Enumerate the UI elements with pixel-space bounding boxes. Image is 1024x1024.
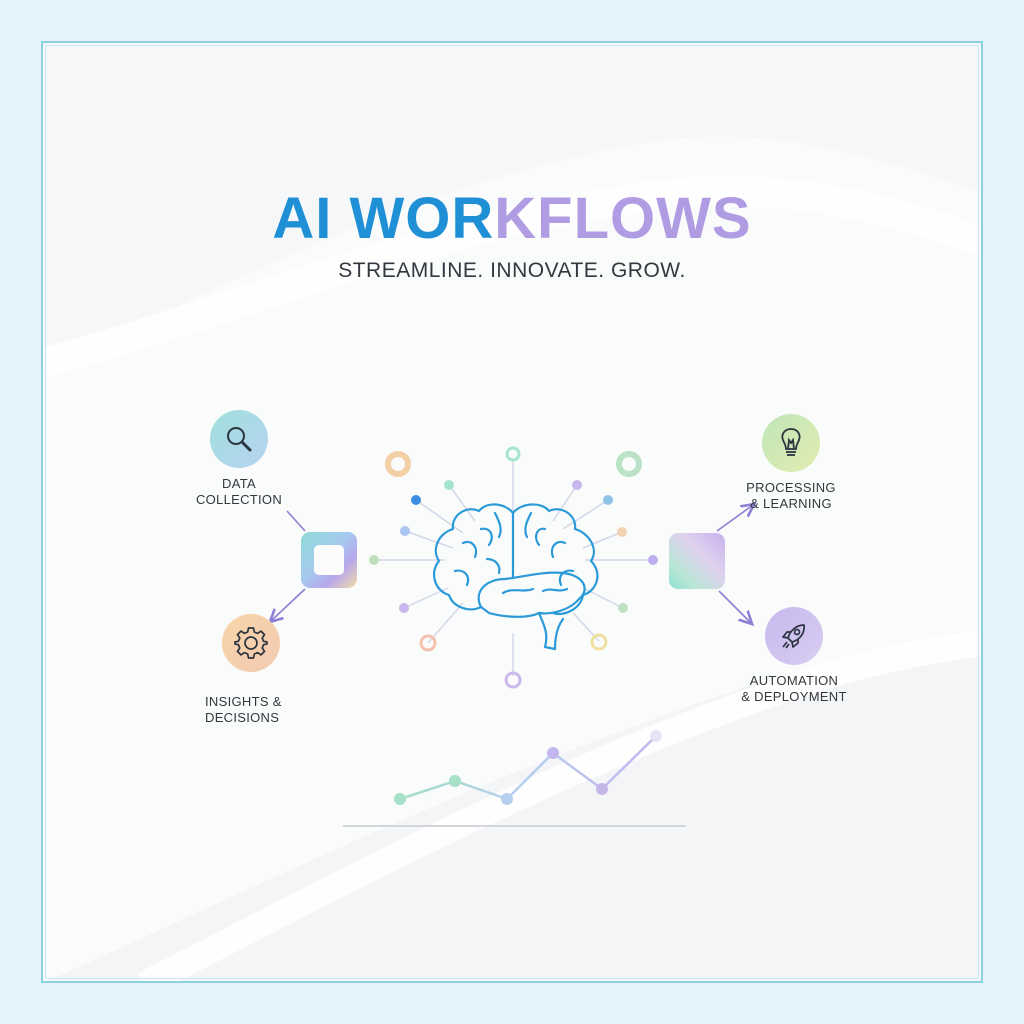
title-part-purple: KFLOWS bbox=[494, 186, 752, 251]
title-part-blue: AI WOR bbox=[272, 186, 495, 251]
step-label: DATA COLLECTION bbox=[195, 476, 283, 507]
lightbulb-icon bbox=[762, 414, 820, 472]
step-label: PROCESSING & LEARNING bbox=[746, 480, 836, 511]
brain-icon bbox=[432, 503, 599, 651]
step-insights-decisions: INSIGHTS & DECISIONS bbox=[181, 614, 321, 726]
diagram-canvas bbox=[43, 446, 983, 827]
poster-frame: AI WORKFLOWS STREAMLINE. INNOVATE. GROW. bbox=[41, 41, 983, 983]
magnifier-icon bbox=[210, 410, 268, 468]
page-subtitle: STREAMLINE. INNOVATE. GROW. bbox=[338, 259, 686, 282]
output-hub-square bbox=[669, 533, 725, 589]
growth-line-chart bbox=[343, 730, 686, 827]
page-title: AI WORKFLOWS bbox=[43, 189, 981, 249]
step-data-collection: DATA COLLECTION bbox=[169, 410, 309, 508]
network-dots bbox=[369, 446, 658, 689]
step-automation-deployment: AUTOMATION & DEPLOYMENT bbox=[719, 607, 869, 705]
input-hub-inner bbox=[314, 545, 344, 575]
flow-arrows bbox=[271, 505, 753, 623]
gear-icon bbox=[222, 614, 280, 672]
input-hub-square bbox=[301, 532, 357, 588]
step-label: AUTOMATION & DEPLOYMENT bbox=[741, 673, 847, 704]
step-label: INSIGHTS & DECISIONS bbox=[205, 694, 282, 725]
rocket-icon bbox=[765, 607, 823, 665]
step-processing-learning: PROCESSING & LEARNING bbox=[721, 414, 861, 512]
